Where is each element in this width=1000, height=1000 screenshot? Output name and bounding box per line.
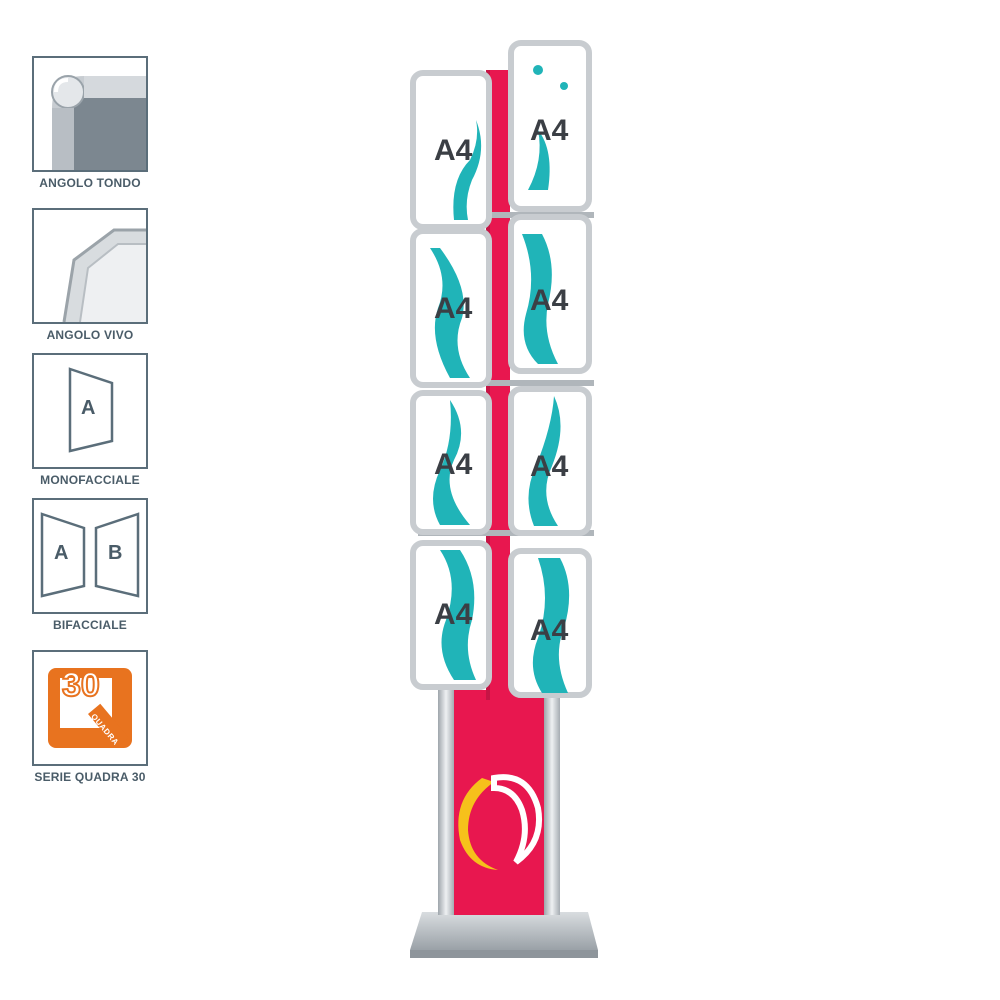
poster-frame — [410, 70, 492, 230]
poster-frame — [508, 386, 592, 536]
poster-size-label: A4 — [434, 598, 473, 631]
feature-sharp-corner: ANGOLO VIVO — [32, 208, 148, 342]
poster-size-label: A4 — [530, 614, 569, 647]
poster-frame — [410, 390, 492, 535]
poster-size-label: A4 — [530, 114, 569, 147]
sharp-corner-icon — [32, 208, 148, 324]
feature-caption: BIFACCIALE — [53, 618, 127, 632]
logo-number: 30 — [61, 665, 101, 705]
feature-quadra-30: 30 QUADRA SERIE QUADRA 30 — [32, 650, 148, 784]
poster-frame — [410, 540, 492, 690]
side-a-label: A — [54, 542, 69, 564]
poster-frame — [410, 228, 492, 388]
round-corner-icon — [32, 56, 148, 172]
feature-double-sided: A B BIFACCIALE — [32, 498, 148, 632]
side-b-label: B — [108, 542, 123, 564]
feature-caption: SERIE QUADRA 30 — [34, 770, 146, 784]
single-sided-icon: A — [32, 353, 148, 469]
poster-frame — [508, 40, 592, 212]
poster-frame — [508, 214, 592, 374]
poster-size-label: A4 — [530, 284, 569, 317]
poster-size-label: A4 — [434, 292, 473, 325]
poster-frame — [508, 548, 592, 698]
poster-size-label: A4 — [434, 448, 473, 481]
double-sided-icon: A B — [32, 498, 148, 614]
poster-size-label: A4 — [530, 450, 569, 483]
quadra-30-logo: 30 QUADRA — [32, 650, 148, 766]
feature-caption: ANGOLO TONDO — [39, 176, 141, 190]
feature-round-corner: ANGOLO TONDO — [32, 56, 148, 190]
feature-single-sided: A MONOFACCIALE — [32, 353, 148, 487]
feature-caption: ANGOLO VIVO — [46, 328, 134, 342]
feature-caption: MONOFACCIALE — [40, 473, 140, 487]
poster-stand-image: A4 A4 A4 A4 A4 A4 A4 A4 — [390, 30, 620, 970]
poster-size-label: A4 — [434, 134, 473, 167]
stand-illustration — [410, 70, 598, 958]
side-a-label: A — [81, 397, 96, 419]
